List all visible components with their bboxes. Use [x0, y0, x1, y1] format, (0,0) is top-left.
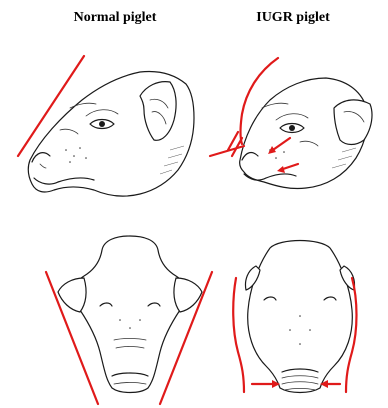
iugr-top-left-curve	[233, 278, 244, 392]
iugr-side-wrinkle-line	[210, 146, 244, 156]
normal-side-head	[28, 72, 194, 197]
normal-top-head	[58, 236, 202, 393]
iugr-top-head	[245, 241, 354, 393]
iugr-side-head	[240, 78, 372, 189]
